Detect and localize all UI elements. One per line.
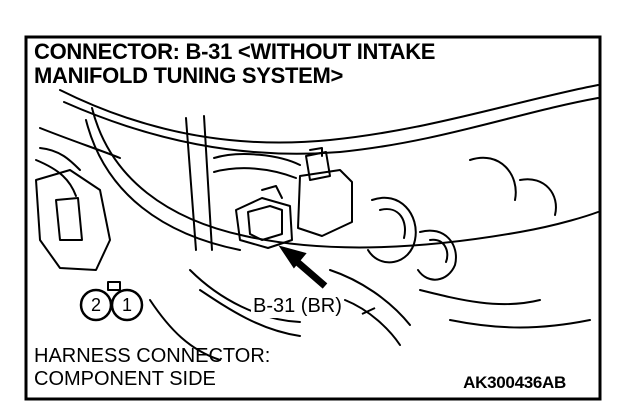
diagram-title-line-2: MANIFOLD TUNING SYSTEM> [34, 63, 344, 88]
callout-arrow [278, 245, 328, 289]
caption-line-1: HARNESS CONNECTOR: [34, 345, 271, 367]
pin-2-label: 2 [90, 295, 101, 315]
figure-frame [24, 35, 602, 401]
pin-1-label: 1 [121, 295, 132, 315]
diagram-title-line-1: CONNECTOR: B-31 <WITHOUT INTAKE [34, 39, 436, 64]
connector-callout-label: B-31 (BR) [251, 295, 344, 318]
pin-1-circle [110, 288, 144, 322]
caption-line-2: COMPONENT SIDE [34, 368, 216, 390]
figure-code: AK300436AB [463, 373, 566, 392]
